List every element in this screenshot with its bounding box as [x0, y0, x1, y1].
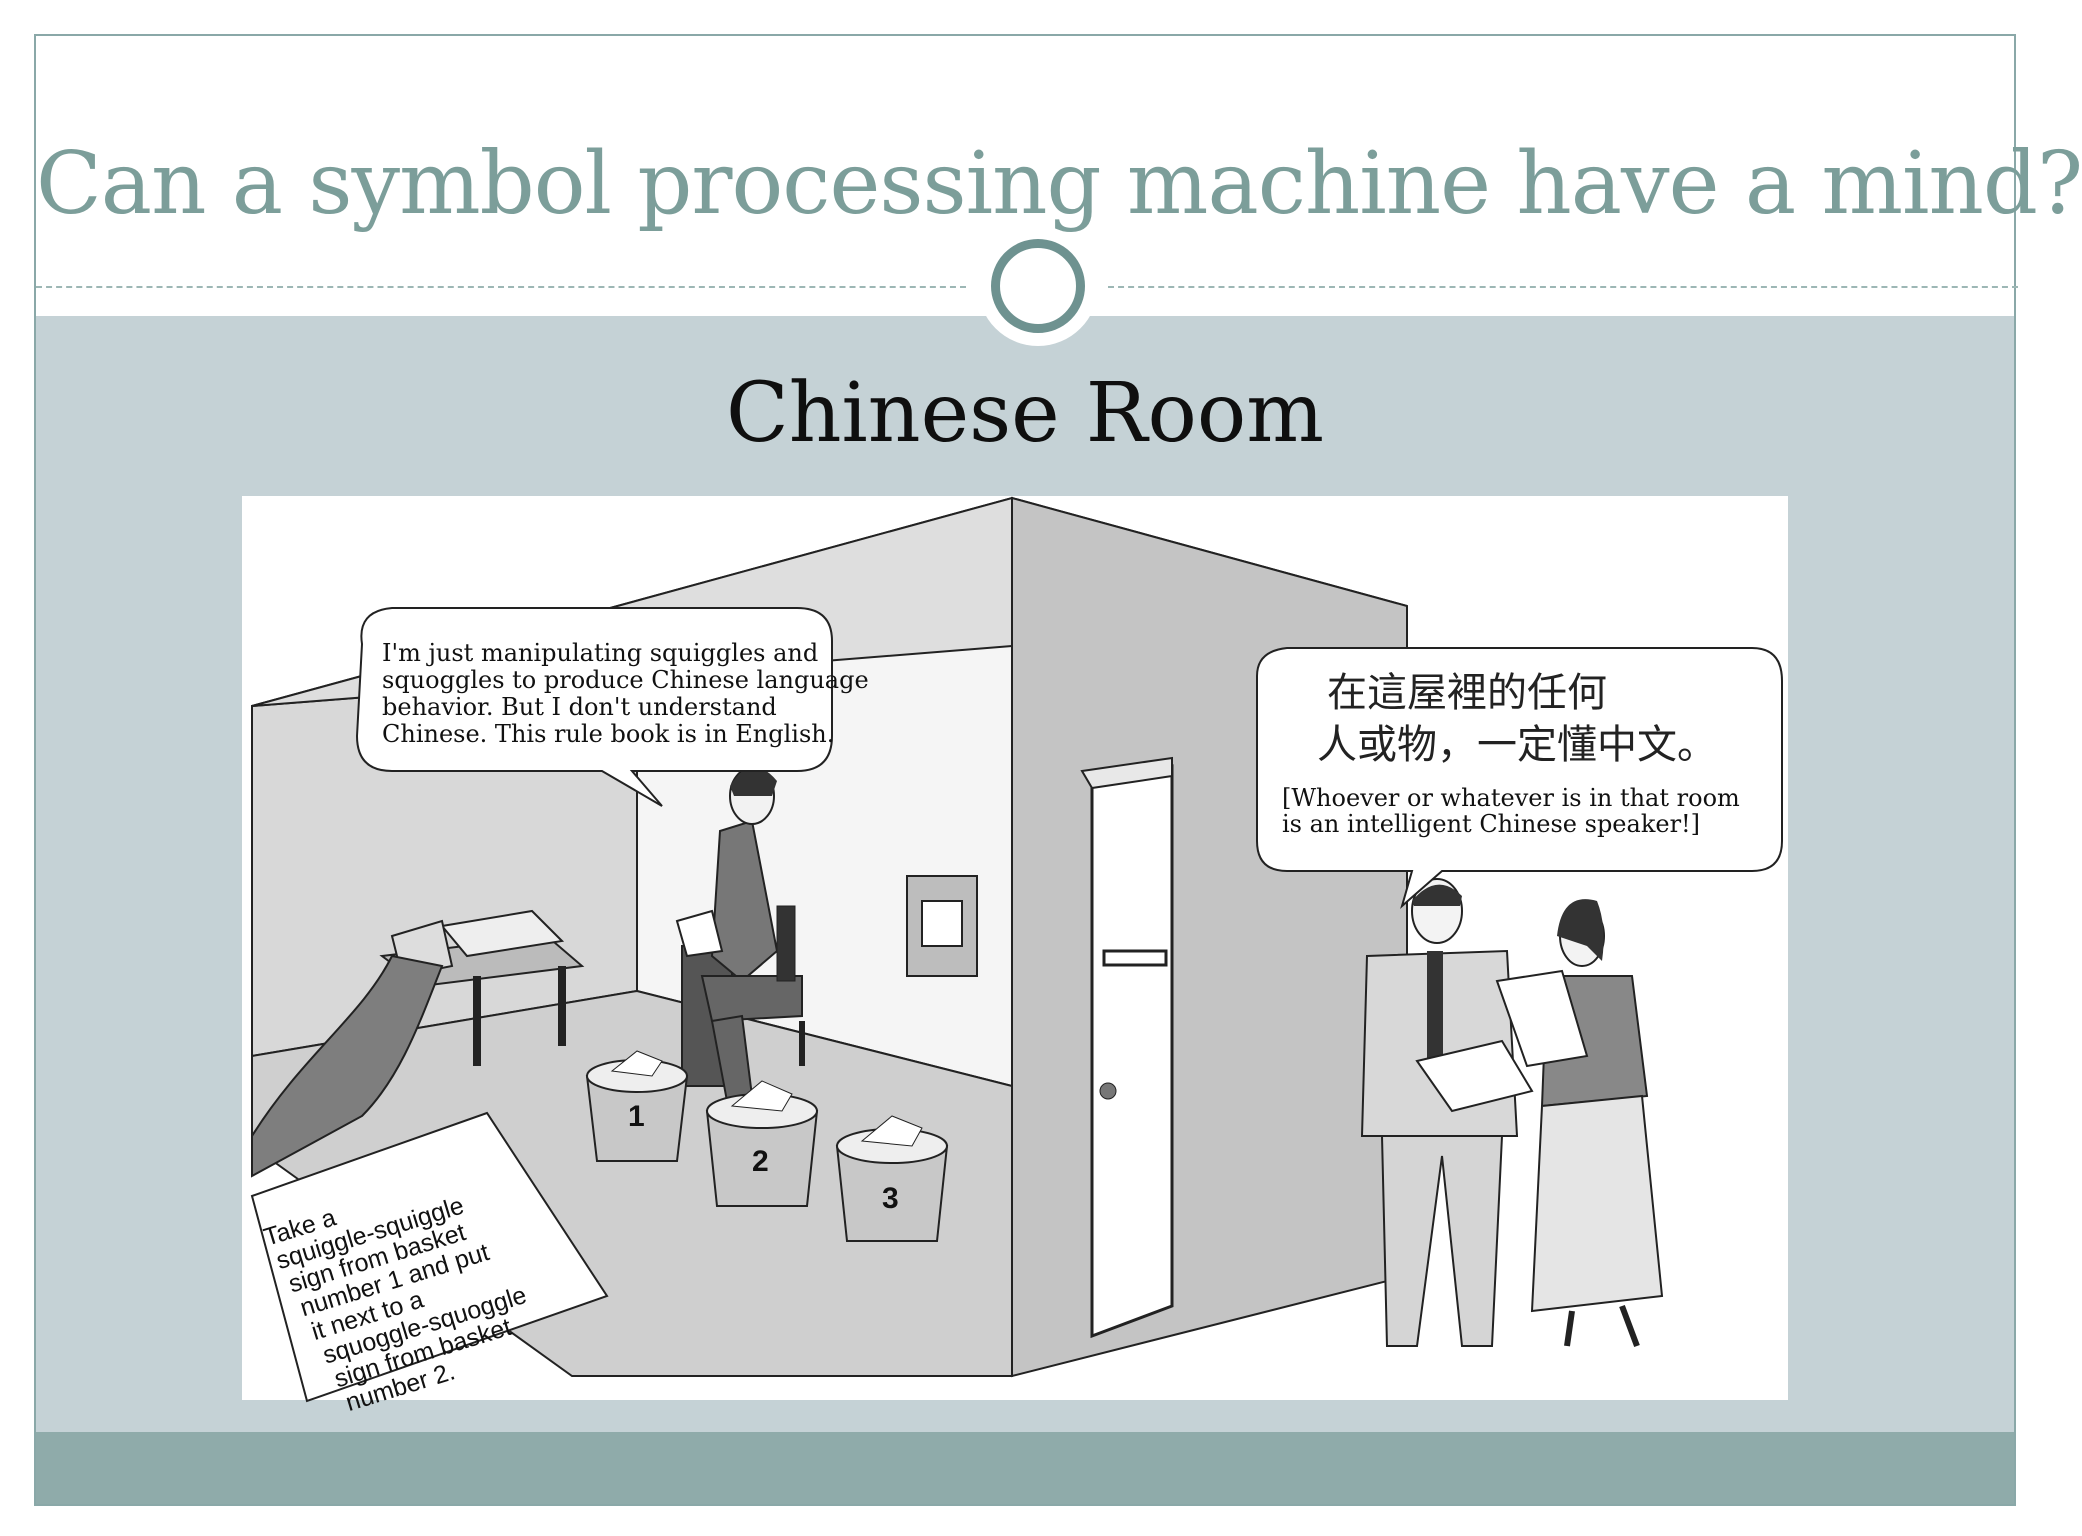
- svg-text:人或物，一定懂中文。: 人或物，一定懂中文。: [1317, 722, 1717, 768]
- basket-3: 3: [835, 1115, 949, 1242]
- door-knob: [1099, 1082, 1117, 1100]
- svg-text:1: 1: [628, 1100, 645, 1133]
- door-mail-slot: [1102, 949, 1168, 967]
- divider-left: [36, 286, 966, 288]
- man-in-room: [675, 767, 805, 1103]
- svg-text:behavior. But I don't underst: behavior. But I don't understand: [382, 693, 777, 721]
- basket-2: 2: [705, 1080, 819, 1207]
- svg-text:[Whoever or whatever is in tha: [Whoever or whatever is in that room: [1282, 784, 1740, 812]
- chinese-room-illustration: Take a squiggle-squiggle sign from baske…: [242, 496, 1788, 1417]
- svg-text:is an intelligent Chinese spea: is an intelligent Chinese speaker!]: [1282, 810, 1700, 838]
- observer-woman: [1495, 899, 1664, 1348]
- man-speech-bubble: [355, 607, 833, 807]
- footer-band: [36, 1432, 2014, 1504]
- door: [1090, 764, 1174, 1339]
- title-circle-ornament: [978, 226, 1098, 346]
- slide: Can a symbol processing machine have a m…: [34, 34, 2082, 1506]
- room-outer-wall: [1011, 496, 1408, 1378]
- svg-text:I'm just manipulating squiggle: I'm just manipulating squiggles and: [382, 639, 818, 667]
- svg-text:在這屋裡的任何: 在這屋裡的任何: [1327, 670, 1607, 716]
- observer-speech-english: [Whoever or whatever is in that room is …: [1282, 784, 1740, 838]
- slide-subtitle: Chinese Room: [725, 366, 1325, 461]
- divider-right: [1108, 286, 2018, 288]
- observer-speech-bubble: [1256, 647, 1783, 909]
- content-area: Chinese Room: [36, 316, 2014, 1472]
- basket-1: 1: [585, 1050, 689, 1162]
- man-speech-text: I'm just manipulating squiggles and squo…: [382, 639, 869, 748]
- rule-sheet: [251, 954, 444, 1178]
- svg-text:2: 2: [752, 1145, 769, 1178]
- observer-speech-chinese: 在這屋裡的任何 人或物，一定懂中文。: [1317, 670, 1717, 768]
- svg-text:Chinese. This rule book is in: Chinese. This rule book is in English.: [382, 720, 834, 748]
- svg-text:3: 3: [882, 1182, 899, 1215]
- rule-card: [250, 1111, 609, 1403]
- svg-text:squoggles to produce Chinese l: squoggles to produce Chinese language: [382, 666, 869, 694]
- rule-book: [440, 909, 565, 958]
- observer-man: [1360, 878, 1534, 1347]
- slide-title: Can a symbol processing machine have a m…: [36, 134, 2082, 234]
